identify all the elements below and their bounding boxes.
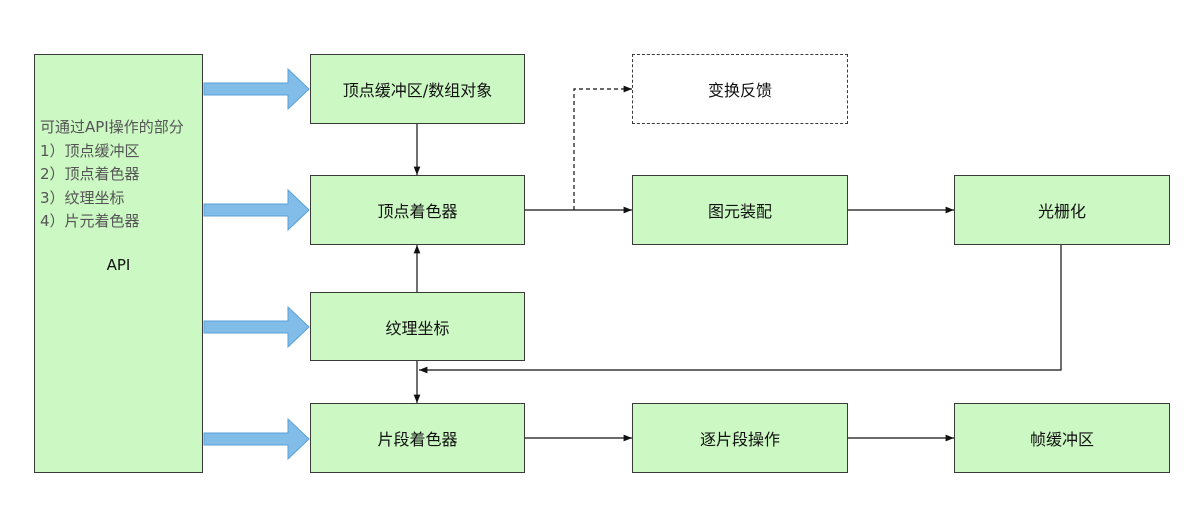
node-label: 图元装配 [707,202,772,221]
node-vertex-buffer: 顶点缓冲区/数组对象 [310,54,525,124]
edge-vshader-to-feedback [573,85,632,210]
api-list-item: 4）片元着色器 [40,212,140,230]
node-label: 片段着色器 [377,430,458,449]
node-label: 纹理坐标 [385,318,450,338]
api-list-item: 3）纹理坐标 [40,188,125,207]
node-texture-coords: 纹理坐标 [310,292,525,361]
node-label: 顶点着色器 [377,202,458,221]
node-framebuffer: 帧缓冲区 [954,403,1170,473]
node-vertex-shader: 顶点着色器 [310,175,525,245]
node-per-fragment-ops: 逐片段操作 [632,403,848,473]
node-rasterization: 光栅化 [954,175,1170,245]
node-label: 帧缓冲区 [1029,430,1094,449]
edge-raster-to-fshader [419,245,1062,374]
api-list-item: 1）顶点缓冲区 [40,141,140,160]
node-primitive-assembly: 图元装配 [632,175,848,245]
api-label: API [106,256,131,274]
api-panel: 可通过API操作的部分 1）顶点缓冲区 2）顶点着色器 3）纹理坐标 4）片元着… [34,54,203,473]
api-operable-parts-list: 可通过API操作的部分 1）顶点缓冲区 2）顶点着色器 3）纹理坐标 4）片元着… [40,116,184,234]
node-label: 逐片段操作 [699,430,780,449]
api-arrow-vertex-buffer [203,67,310,111]
api-arrow-vertex-shader [203,188,310,232]
api-list-heading: 可通过API操作的部分 [40,118,184,136]
api-arrows [203,67,310,461]
api-arrow-fragment-shader [203,417,310,461]
api-list-item: 2）顶点着色器 [40,165,140,183]
node-fragment-shader: 片段着色器 [310,403,525,473]
api-arrow-texture-coords [203,305,310,349]
node-label: 光栅化 [1037,202,1086,221]
node-label: 变换反馈 [707,81,772,100]
node-transform-feedback: 变换反馈 [632,54,848,124]
node-label: 顶点缓冲区/数组对象 [342,81,493,100]
